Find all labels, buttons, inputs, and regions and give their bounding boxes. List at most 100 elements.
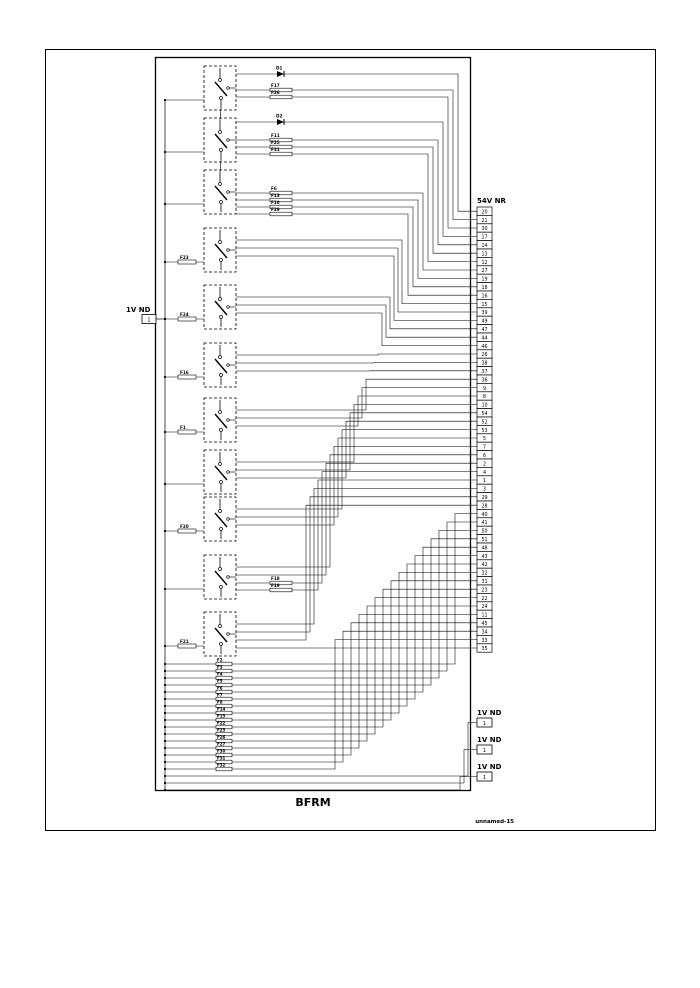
relay-contact-icon xyxy=(218,567,222,571)
terminal-number: 41 xyxy=(481,520,487,526)
wire xyxy=(236,479,477,591)
fuse-icon xyxy=(177,316,197,322)
relay-contact-icon xyxy=(218,240,222,244)
relay-contact-icon xyxy=(219,315,223,319)
fuse-icon xyxy=(215,668,233,674)
diode-icon xyxy=(277,119,284,125)
relay-box xyxy=(203,449,237,495)
relay-contact-icon xyxy=(218,462,222,466)
wire xyxy=(236,213,477,296)
relay-blade-icon xyxy=(214,627,228,643)
fuse-label: F21 xyxy=(180,639,189,644)
relay-aux-contact-icon xyxy=(226,632,230,636)
wire xyxy=(236,255,477,321)
drawing-footer: unnamed-15 xyxy=(475,819,514,825)
fuse-icon xyxy=(215,766,233,772)
wire xyxy=(236,206,477,288)
wire xyxy=(236,429,477,510)
terminal-number: 21 xyxy=(481,218,487,224)
wire-layer xyxy=(165,73,477,791)
wire xyxy=(165,546,477,693)
fuse-icon xyxy=(215,745,233,751)
terminal-number: 18 xyxy=(481,285,487,291)
terminal-number: 3 xyxy=(483,487,486,493)
diode-label: D1 xyxy=(276,66,282,71)
terminal-number: 36 xyxy=(481,377,487,383)
terminal-number: 40 xyxy=(481,512,487,518)
terminal-number: 54 xyxy=(481,411,487,417)
relay-contact-icon xyxy=(219,585,223,589)
wire xyxy=(165,588,477,728)
terminal-number: 35 xyxy=(481,646,487,652)
wire xyxy=(236,404,477,463)
relay-aux-contact-icon xyxy=(226,86,230,90)
wire xyxy=(236,420,477,479)
relay-contact-icon xyxy=(219,258,223,262)
relay-contact-icon xyxy=(219,373,223,377)
fuse-label: F1 xyxy=(180,425,186,430)
fuse-icon xyxy=(269,197,293,203)
fuse-icon xyxy=(269,94,293,100)
right-supply-box xyxy=(476,744,493,755)
fuse-label: F32 xyxy=(217,762,226,767)
fuse-label: F18 xyxy=(271,576,280,581)
fuse-label: F14 xyxy=(217,706,226,711)
fuse-icon xyxy=(269,190,293,196)
terminal-number: 11 xyxy=(481,613,487,619)
fuse-icon xyxy=(269,151,293,157)
relay-contact-icon xyxy=(219,642,223,646)
wire xyxy=(236,462,477,576)
fuse-icon xyxy=(177,528,197,534)
fuse-label: F15 xyxy=(217,713,226,718)
fuse-label: F6 xyxy=(217,685,223,690)
relay-contact-icon xyxy=(218,624,222,628)
relay-blade-icon xyxy=(214,81,228,97)
wire xyxy=(165,521,477,672)
terminal-number: 28 xyxy=(481,503,487,509)
wire xyxy=(165,722,477,777)
fuse-label: F31 xyxy=(271,147,280,152)
relay-aux-contact-icon xyxy=(226,575,230,579)
terminal-number: 10 xyxy=(481,403,487,409)
relay-box xyxy=(203,169,237,215)
wire xyxy=(236,296,477,330)
fuse-icon xyxy=(215,689,233,695)
wire xyxy=(165,538,477,686)
fuse-label: F4 xyxy=(217,671,223,676)
terminal-number: 6 xyxy=(483,453,486,459)
terminal-number: 42 xyxy=(481,562,487,568)
relay-contact-icon xyxy=(218,509,222,513)
terminal-number: 30 xyxy=(481,226,487,232)
terminal-box xyxy=(476,643,493,653)
wire xyxy=(165,614,477,749)
fuse-label: F25 xyxy=(271,140,280,145)
fuse-icon xyxy=(177,429,197,435)
terminal-number: 43 xyxy=(481,554,487,560)
terminal-number: 5 xyxy=(483,436,486,442)
wire xyxy=(236,454,477,568)
terminal-number: 46 xyxy=(481,344,487,350)
relay-contact-icon xyxy=(219,527,223,531)
fuse-label: F8 xyxy=(217,699,223,704)
relay-contact-icon xyxy=(219,428,223,432)
relay-contact-icon xyxy=(218,297,222,301)
fuse-icon xyxy=(269,87,293,93)
fuse-icon xyxy=(215,717,233,723)
terminal-number: 32 xyxy=(481,571,487,577)
wire xyxy=(236,304,477,338)
terminal-number: 1 xyxy=(483,478,486,484)
relay-box xyxy=(203,397,237,443)
relay-aux-contact-icon xyxy=(226,190,230,194)
terminal-number: 31 xyxy=(481,579,487,585)
left-supply-label: 1V ND xyxy=(126,306,151,314)
wire xyxy=(165,572,477,714)
terminal-number: 26 xyxy=(481,352,487,358)
fuse-icon xyxy=(269,204,293,210)
fuse-label: F26 xyxy=(271,90,280,95)
relay-blade-icon xyxy=(214,570,228,586)
fuse-icon xyxy=(269,587,293,593)
wire xyxy=(165,630,477,763)
wire xyxy=(236,378,477,411)
wire xyxy=(165,639,477,770)
